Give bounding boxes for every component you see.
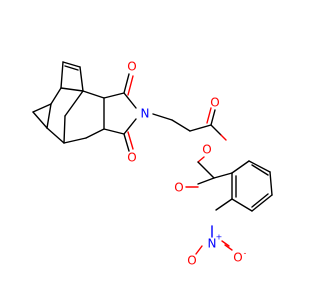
molecule-canvas: O O N O O O N + O O -	[32, 60, 273, 268]
atom-o-imide-bottom: O	[127, 151, 136, 165]
molecule-structure: O O N O O O N + O O -	[32, 60, 273, 268]
atom-o-nitro-left: O	[187, 254, 196, 268]
nitro-n-charge: +	[216, 233, 223, 242]
propanoate-chain	[152, 107, 233, 188]
atom-o-ester: O	[202, 143, 211, 157]
nitro-group	[195, 225, 233, 255]
atom-o-imide-top: O	[127, 60, 136, 74]
atom-o-ester-carbonyl: O	[210, 96, 219, 110]
nitrophenyl-ring	[215, 160, 273, 212]
polycyclic-core	[32, 61, 105, 144]
atom-n-nitro: N	[208, 237, 217, 251]
nitro-o-charge: -	[244, 249, 247, 258]
atom-n-imide: N	[141, 107, 150, 121]
atom-o-nitro-right: O	[233, 251, 242, 265]
atom-o-ketone: O	[174, 181, 183, 195]
imide-ring	[103, 73, 137, 152]
